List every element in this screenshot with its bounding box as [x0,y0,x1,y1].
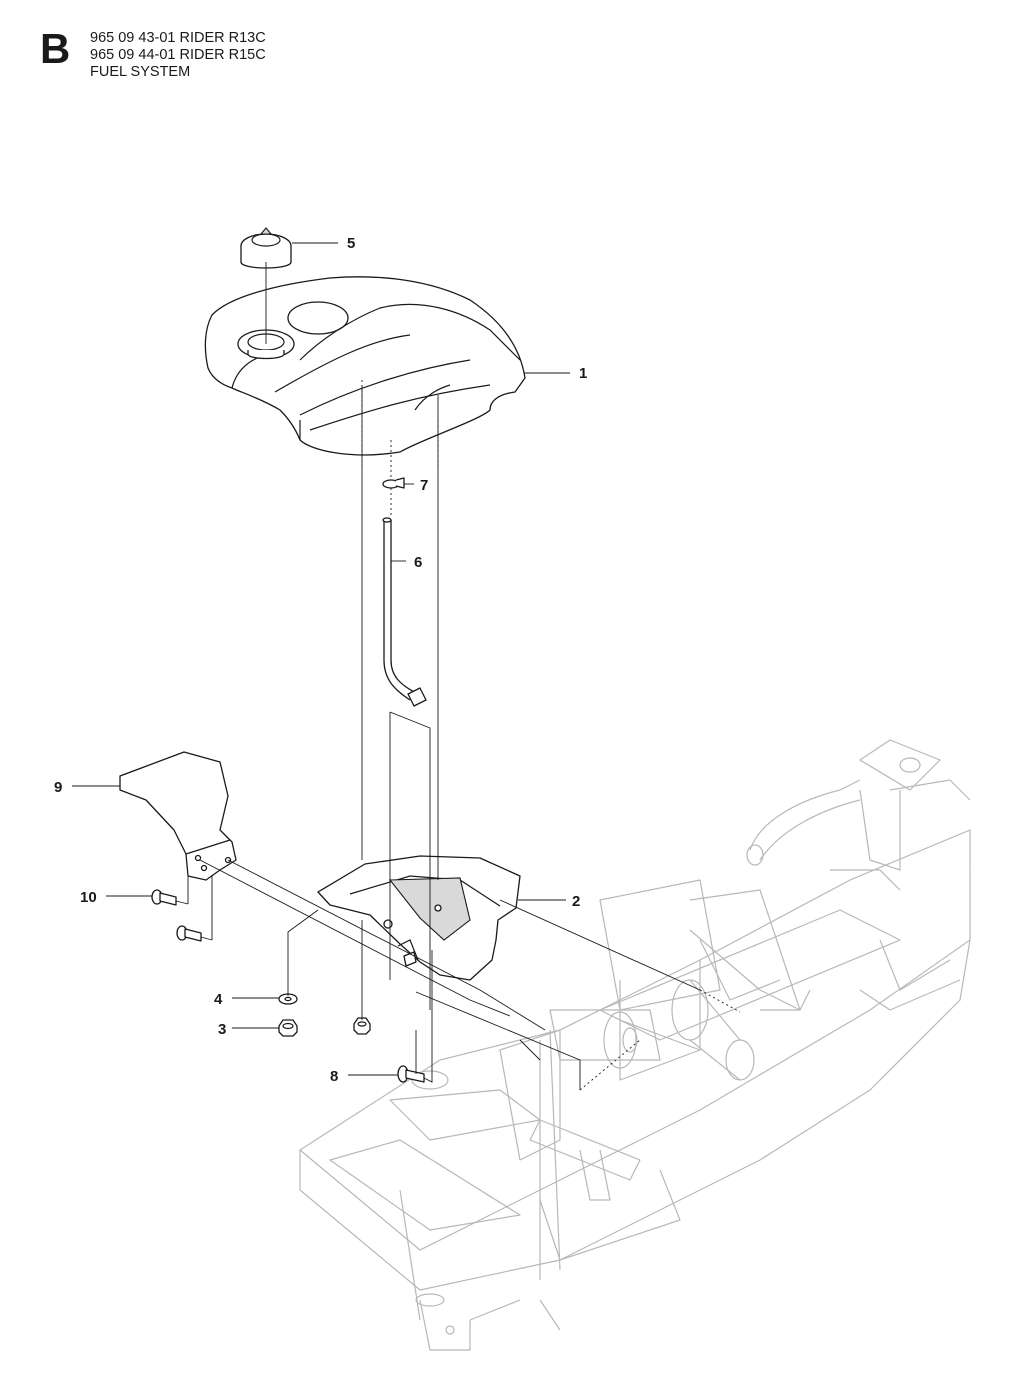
callout-9: 9 [54,779,62,796]
part-3-nut [278,1019,298,1037]
part-6-fuel-hose [382,517,427,707]
callout-7: 7 [420,477,428,494]
callout-3: 3 [218,1021,226,1038]
assembly-lines [175,262,701,1090]
callout-2: 2 [572,893,580,910]
callouts: 5 1 7 6 9 10 2 4 3 8 [54,235,587,1085]
callout-5: 5 [347,235,355,252]
part-7-hose-clamp [382,477,405,489]
section-letter: B [40,25,71,72]
header-text-block: 965 09 43-01 RIDER R13C 965 09 44-01 RID… [90,30,266,81]
callout-4: 4 [214,991,223,1008]
part-8-bolt [397,1065,425,1083]
part-2-tank-bracket [317,855,521,981]
part-5-fuel-cap [240,227,292,269]
model-line-2: 965 09 44-01 RIDER R15C [90,47,266,63]
group-title: FUEL SYSTEM [90,64,191,80]
callout-6: 6 [414,554,422,571]
part-9-bracket [119,751,237,881]
part-1-fuel-tank [204,276,526,456]
chassis-frame [298,739,971,1351]
part-10-bolts [151,889,202,942]
callout-1: 1 [579,365,587,382]
model-line-1: 965 09 43-01 RIDER R13C [90,30,266,46]
callout-8: 8 [330,1068,338,1085]
dashed-assembly-lines [361,380,741,1091]
part-3-nut-second [353,1017,371,1035]
callout-10: 10 [80,889,97,906]
